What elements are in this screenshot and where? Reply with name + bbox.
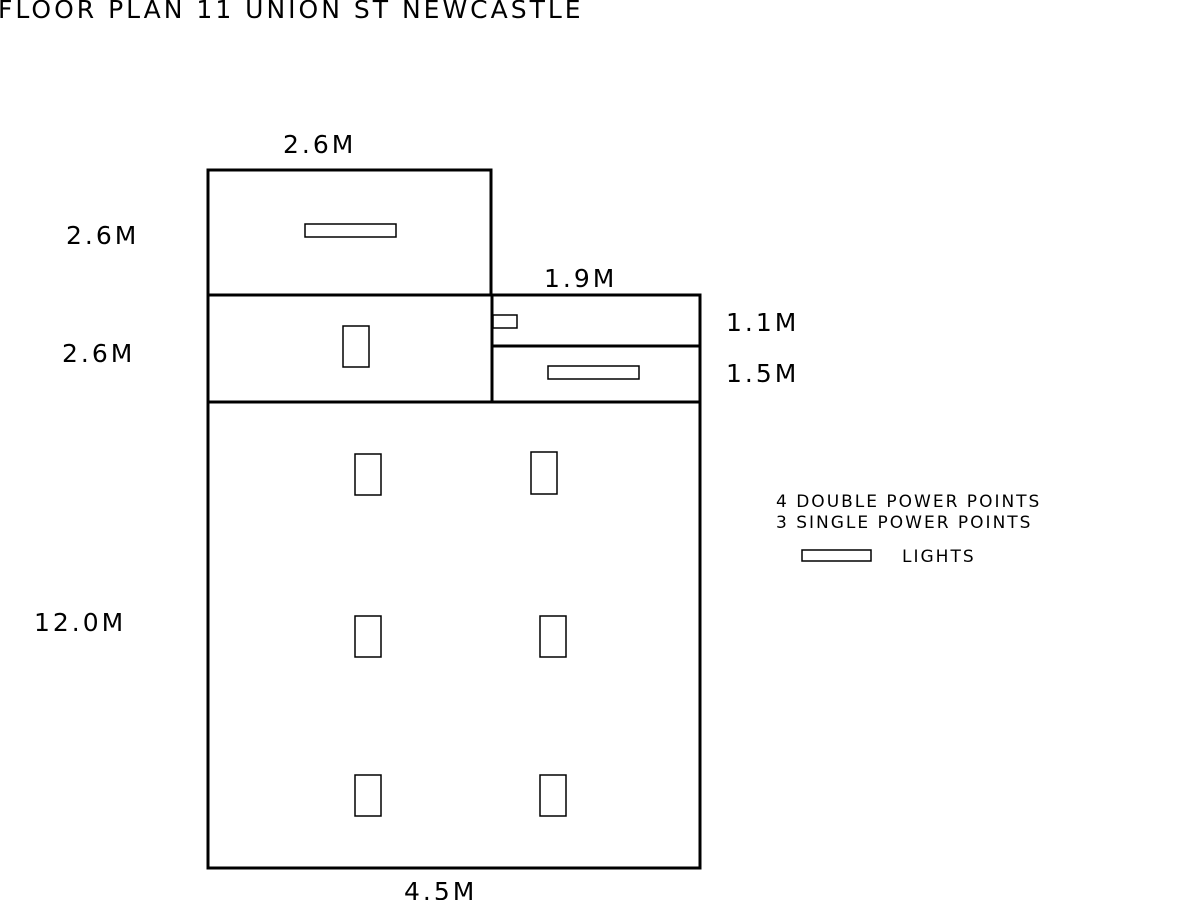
dimension-middle-height: 2.6M — [62, 339, 135, 368]
power-point — [342, 325, 370, 368]
power-point — [354, 615, 382, 658]
legend-single-power-points: 3 SINGLE POWER POINTS — [776, 513, 1032, 533]
power-point — [354, 453, 382, 496]
light-fixture — [492, 314, 518, 329]
dimension-bottom-width: 4.5M — [404, 877, 477, 900]
power-point — [530, 451, 558, 495]
legend-light-icon — [801, 549, 872, 562]
legend-double-power-points: 4 DOUBLE POWER POINTS — [776, 492, 1041, 512]
power-point — [539, 774, 567, 817]
dimension-main-height: 12.0M — [34, 608, 126, 637]
power-point — [354, 774, 382, 817]
dimension-top-width: 2.6M — [283, 130, 356, 159]
dimension-side-width: 1.9M — [544, 264, 617, 293]
light-fixture — [547, 365, 640, 380]
power-point — [539, 615, 567, 658]
room-main — [206, 400, 702, 870]
legend-lights: LIGHTS — [902, 547, 976, 567]
light-fixture — [304, 223, 397, 238]
dimension-side-lower-height: 1.5M — [726, 359, 799, 388]
plan-title: FLOOR PLAN 11 UNION ST NEWCASTLE — [0, 0, 584, 24]
dimension-side-upper-height: 1.1M — [726, 308, 799, 337]
dimension-top-height: 2.6M — [66, 221, 139, 250]
room-side-upper — [490, 293, 702, 348]
